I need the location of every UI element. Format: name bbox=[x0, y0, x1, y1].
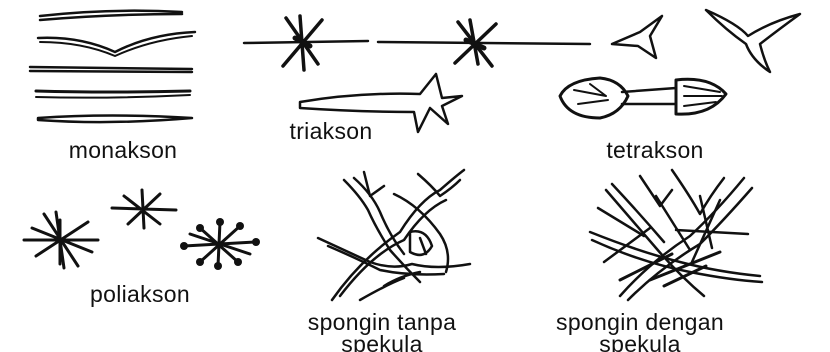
label-spongin-dengan-spekula: spongin dengan spekula bbox=[520, 311, 760, 352]
label-spongin-dengan-line1: spongin dengan bbox=[520, 311, 760, 333]
label-spongin-tanpa-spekula: spongin tanpa spekula bbox=[272, 311, 492, 352]
poliakson-spicules bbox=[24, 190, 260, 270]
label-spongin-tanpa-line1: spongin tanpa bbox=[272, 311, 492, 333]
spongin-tanpa-spekula bbox=[318, 170, 470, 300]
label-poliakson: poliakson bbox=[55, 283, 225, 305]
label-spongin-tanpa-line2: spekula bbox=[272, 333, 492, 352]
label-monakson: monakson bbox=[38, 139, 208, 161]
spongin-dengan-spekula bbox=[590, 170, 762, 300]
label-tetrakson: tetrakson bbox=[575, 139, 735, 161]
label-triakson: triakson bbox=[266, 120, 396, 142]
triakson-spicules bbox=[244, 16, 590, 132]
monakson-spicules bbox=[30, 11, 195, 122]
label-spongin-dengan-line2: spekula bbox=[520, 333, 760, 352]
tetrakson-spicules bbox=[560, 10, 800, 118]
